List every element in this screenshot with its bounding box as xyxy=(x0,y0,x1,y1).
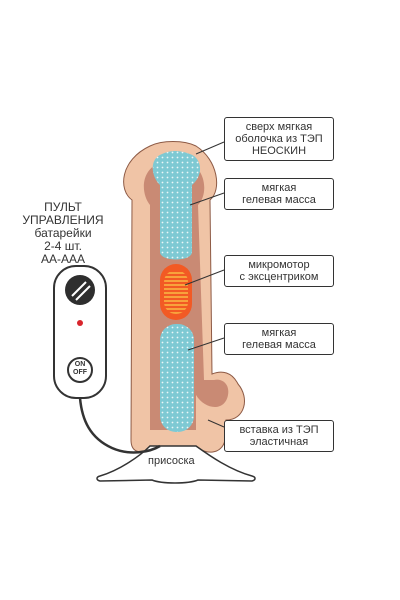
gel-top-line2: гелевая масса xyxy=(242,194,316,206)
shell-line3: НЕОСКИН xyxy=(251,145,307,157)
shell-line1: сверх мягкая xyxy=(245,121,313,133)
leader-lines xyxy=(184,141,225,428)
motor-line1: микромотор xyxy=(248,259,310,271)
leader-shell xyxy=(195,141,225,155)
callout-micromotor: микромотор с эксцентриком xyxy=(224,255,334,287)
gel-bottom-line2: гелевая масса xyxy=(242,339,316,351)
shell-line2: оболочка из ТЭП xyxy=(235,133,323,145)
battery-line3: AA-AAA xyxy=(40,252,85,266)
leader-gel-top xyxy=(189,192,225,206)
remote-cable xyxy=(78,397,161,454)
leader-gel-bottom xyxy=(187,337,225,351)
base-label: присоска xyxy=(148,455,195,467)
button-on-label: ON xyxy=(74,361,86,368)
gel-bottom-dots xyxy=(160,324,194,432)
indicator-led xyxy=(77,320,83,326)
insert-line1: вставка из ТЭП xyxy=(239,424,319,436)
battery-line1: батарейки xyxy=(34,226,92,240)
remote-title-line1: ПУЛЬТ xyxy=(44,200,82,214)
callout-gel-bottom: мягкая гелевая масса xyxy=(224,323,334,355)
callout-insert: вставка из ТЭП эластичная xyxy=(224,420,334,452)
gel-top-dots xyxy=(152,151,201,260)
gel-top-line1: мягкая xyxy=(261,182,297,194)
on-off-label: ON OFF xyxy=(70,361,90,377)
battery-line2: 2-4 шт. xyxy=(44,239,82,253)
button-off-label: OFF xyxy=(73,369,87,376)
micromotor-stripes xyxy=(164,270,188,314)
dial-grip-icon xyxy=(71,281,91,301)
on-off-button[interactable] xyxy=(67,357,93,383)
gel-bottom-line1: мягкая xyxy=(261,327,297,339)
motor-line2: с эксцентриком xyxy=(239,271,319,283)
remote-title-line2: УПРАВЛЕНИЯ xyxy=(22,213,104,227)
dial-knob[interactable] xyxy=(65,275,95,305)
callout-outer-shell: сверх мягкая оболочка из ТЭП НЕОСКИН xyxy=(224,117,334,161)
callout-gel-top: мягкая гелевая масса xyxy=(224,178,334,210)
insert-line2: эластичная xyxy=(249,436,309,448)
remote-title: ПУЛЬТ УПРАВЛЕНИЯ батарейки 2-4 шт. AA-AA… xyxy=(8,201,118,266)
leader-motor xyxy=(184,269,225,286)
suction-base xyxy=(96,445,256,484)
leader-insert xyxy=(207,419,225,428)
